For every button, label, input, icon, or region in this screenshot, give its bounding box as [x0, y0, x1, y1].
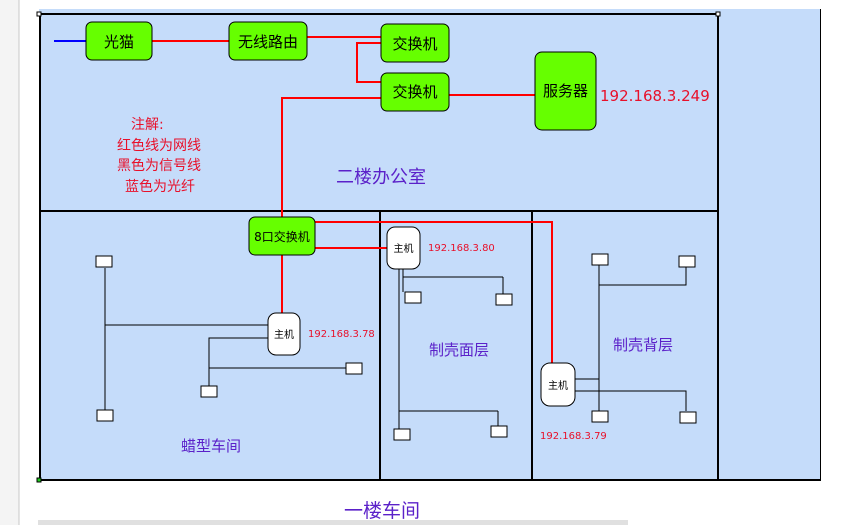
terminal-box — [404, 291, 422, 304]
handle-bottom-left — [36, 477, 42, 483]
signal-line — [208, 337, 268, 386]
host-right-ip: 192.168.3.79 — [540, 431, 607, 442]
modem-label: 光猫 — [104, 33, 134, 51]
signal-lines-shell-back — [575, 265, 687, 411]
legend-title: 注解: — [131, 117, 164, 133]
host-middle-label: 主机 — [394, 242, 414, 255]
server-label: 服务器 — [543, 82, 588, 100]
terminal-box — [200, 385, 218, 398]
handle-top-left — [36, 11, 42, 17]
switch-mid-label: 交换机 — [392, 83, 437, 101]
switch-top-label: 交换机 — [392, 35, 437, 53]
room-wax-label: 蜡型车间 — [181, 437, 241, 455]
terminal-box — [490, 425, 508, 438]
room-shell-face-label: 制壳面层 — [429, 341, 489, 359]
terminal-box — [96, 409, 114, 422]
host-left-label: 主机 — [274, 328, 294, 341]
host-middle: 主机 — [386, 226, 421, 270]
terminal-box — [591, 410, 609, 423]
modem: 光猫 — [85, 21, 153, 61]
page-bottom-bar — [38, 520, 628, 525]
cable-8port-host-right — [315, 221, 553, 363]
wireless-router: 无线路由 — [228, 21, 308, 61]
signal-line — [599, 267, 687, 286]
host-left: 主机 — [267, 312, 301, 356]
network-cables — [152, 36, 553, 363]
legend-black: 黑色为信号线 — [117, 157, 201, 174]
server-ip: 192.168.3.249 — [600, 87, 710, 105]
switch-mid: 交换机 — [380, 72, 450, 112]
room-shell-back-label: 制壳背层 — [613, 336, 673, 354]
cable-switch-8port — [281, 97, 381, 217]
cable-switch-switch — [356, 42, 381, 83]
terminal-box — [495, 293, 513, 306]
signal-line — [575, 390, 687, 411]
terminals — [95, 253, 697, 441]
legend-red: 红色线为网线 — [117, 137, 201, 154]
terminal-box — [393, 428, 411, 441]
switch-top: 交换机 — [380, 23, 450, 63]
router-label: 无线路由 — [238, 33, 298, 51]
host-right-label: 主机 — [548, 379, 568, 392]
legend-blue: 蓝色为光纤 — [125, 178, 195, 195]
terminal-box — [678, 255, 696, 268]
terminal-box — [95, 255, 113, 268]
switch-8-port: 8口交换机 — [248, 216, 316, 256]
terminal-box — [345, 362, 363, 375]
signal-lines-shell-face — [398, 269, 504, 429]
page-left-edge — [0, 0, 19, 525]
floor1-label: 一楼车间 — [344, 500, 420, 522]
host-left-ip: 192.168.3.78 — [308, 329, 375, 340]
room-office-label: 二楼办公室 — [336, 167, 426, 188]
host-right: 主机 — [540, 362, 576, 407]
host-middle-ip: 192.168.3.80 — [428, 243, 495, 254]
legend: 注解: 红色线为网线 黑色为信号线 蓝色为光纤 — [117, 117, 201, 195]
switch-8-port-label: 8口交换机 — [254, 229, 310, 244]
terminal-box — [591, 253, 609, 266]
terminal-box — [679, 411, 697, 424]
server: 服务器 — [534, 51, 597, 131]
handle-top-right — [715, 11, 721, 17]
